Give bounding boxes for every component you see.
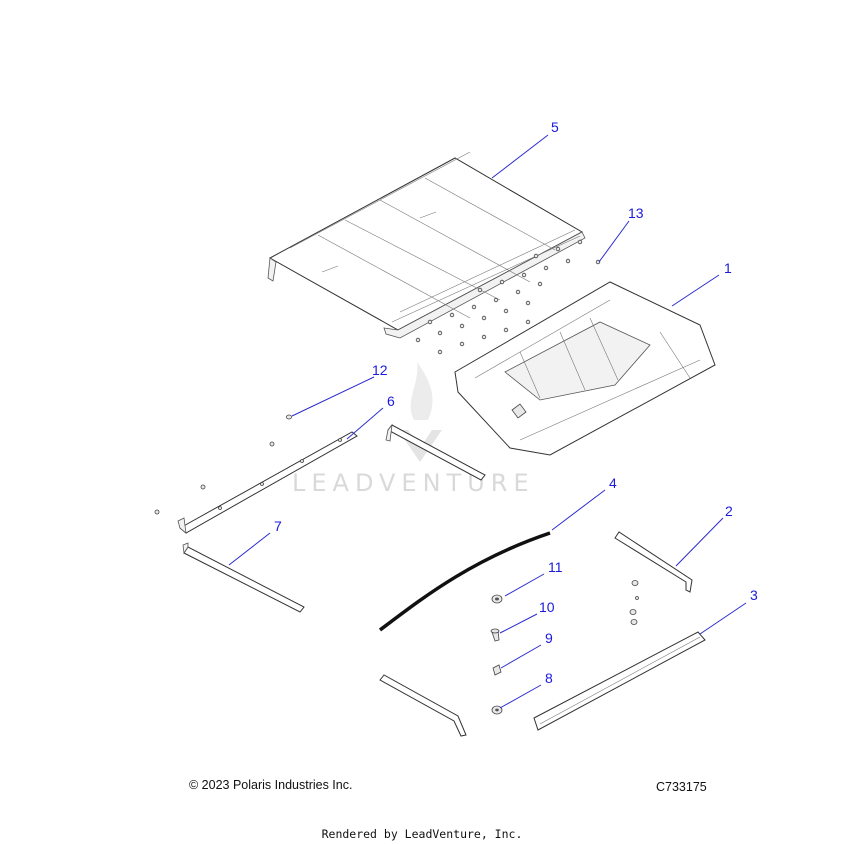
callout-5: 5 bbox=[551, 119, 559, 135]
part-6-mounting-rail[interactable] bbox=[154, 431, 358, 534]
part-3-trim-strip[interactable] bbox=[533, 631, 706, 731]
rail-upper-middle[interactable] bbox=[385, 423, 486, 481]
part-2-short-rail[interactable] bbox=[614, 531, 693, 593]
leader-lines bbox=[228, 134, 747, 709]
part-10-bolt[interactable] bbox=[490, 628, 500, 642]
part-7-side-rail[interactable] bbox=[182, 542, 305, 613]
diagram-code: C733175 bbox=[656, 780, 707, 794]
part-1-roof-shell[interactable] bbox=[454, 281, 716, 456]
part-13-fastener-grid[interactable] bbox=[415, 239, 601, 355]
part-9-clip[interactable] bbox=[492, 664, 502, 676]
hardware-stack-right[interactable] bbox=[629, 580, 639, 625]
callout-10: 10 bbox=[539, 599, 555, 615]
callout-3: 3 bbox=[750, 587, 758, 603]
callout-labels: 1 2 3 4 5 6 7 8 9 10 11 12 13 bbox=[274, 119, 758, 686]
copyright-text: © 2023 Polaris Industries Inc. bbox=[189, 778, 353, 792]
callout-2: 2 bbox=[725, 503, 733, 519]
callout-1: 1 bbox=[724, 260, 732, 276]
callout-11: 11 bbox=[548, 559, 563, 575]
part-12-pin[interactable] bbox=[286, 414, 292, 420]
rail-lower-left[interactable] bbox=[379, 674, 467, 737]
part-4-seal-strip[interactable] bbox=[378, 531, 551, 632]
callout-8: 8 bbox=[545, 670, 553, 686]
part-11-washer-nut[interactable] bbox=[491, 594, 503, 604]
callout-13: 13 bbox=[628, 205, 644, 221]
rendered-by-text: Rendered by LeadVenture, Inc. bbox=[321, 827, 523, 841]
callout-4: 4 bbox=[609, 475, 617, 491]
callout-12: 12 bbox=[372, 362, 388, 378]
watermark-text: LEADVENTURE bbox=[292, 469, 535, 497]
callout-7: 7 bbox=[274, 518, 282, 534]
part-8-washer[interactable] bbox=[491, 705, 503, 715]
callout-6: 6 bbox=[387, 393, 395, 409]
callout-9: 9 bbox=[545, 630, 553, 646]
leadventure-watermark: LEADVENTURE bbox=[292, 362, 535, 497]
part-5-roof-panel-upper[interactable] bbox=[267, 151, 586, 339]
